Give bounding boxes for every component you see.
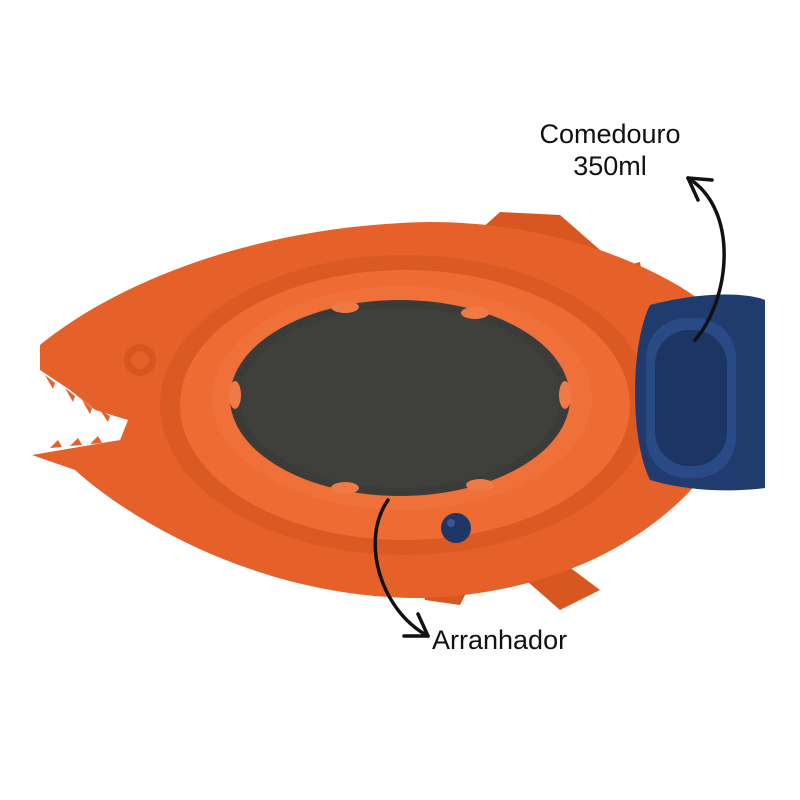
pad-clips — [229, 301, 571, 494]
fish-mouth — [35, 372, 128, 452]
arrow-to-feeder — [686, 176, 726, 342]
feeder-label-volume: 350ml — [573, 151, 647, 181]
fish-teeth — [45, 375, 110, 448]
feeder-label-title: Comedouro — [539, 119, 681, 149]
feeder-label: Comedouro 350ml — [515, 118, 705, 182]
arrow-to-scratcher — [373, 498, 430, 638]
toy-ball — [441, 513, 471, 543]
scratcher-label: Arranhador — [432, 625, 568, 655]
feeder-bowl — [635, 294, 765, 491]
